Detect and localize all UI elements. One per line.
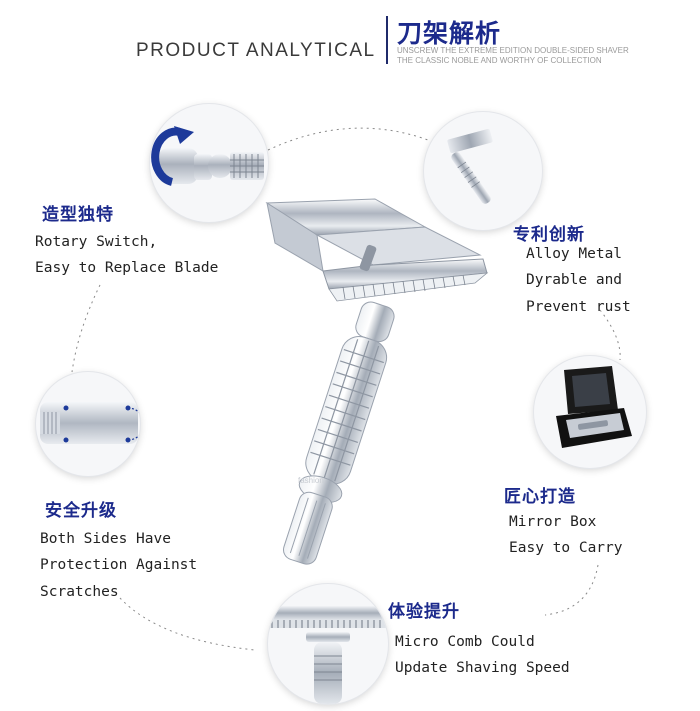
header-title-en: PRODUCT ANALYTICAL xyxy=(136,40,376,61)
razor-thumbnail-icon xyxy=(447,128,493,204)
feature-line: Easy to Replace Blade xyxy=(35,260,219,276)
feature-line: Update Shaving Speed xyxy=(395,660,570,676)
feature-line: Both Sides Have xyxy=(40,531,171,547)
circle-head-closeup xyxy=(36,372,140,476)
razor-product-image xyxy=(265,198,489,565)
razor-handle xyxy=(282,301,395,565)
feature-line: Easy to Carry xyxy=(509,540,623,556)
micro-comb-closeup-icon xyxy=(268,606,388,704)
feature-title-patent-innovation: 专利创新 xyxy=(513,225,585,245)
feature-line: Protection Against xyxy=(40,557,198,573)
header-divider xyxy=(386,16,388,64)
connector-right-upper xyxy=(599,309,621,361)
feature-line: Scratches xyxy=(40,584,119,600)
header-subtitle-line2: THE CLASSIC NOBLE AND WORTHY OF COLLECTI… xyxy=(397,56,602,65)
circle-razor-thumbnail xyxy=(424,112,542,230)
circle-micro-comb xyxy=(268,584,388,704)
feature-title-safety-upgrade: 安全升级 xyxy=(45,501,117,521)
feature-title-unique-design: 造型独特 xyxy=(42,205,114,225)
header-title-cn: 刀架解析 xyxy=(397,19,502,48)
feature-line: Alloy Metal xyxy=(526,246,623,262)
connector-top xyxy=(267,127,429,151)
razor-head-closeup-icon xyxy=(40,402,140,444)
feature-line: Mirror Box xyxy=(509,514,597,530)
razor-head xyxy=(265,198,489,302)
circle-rotary-closeup xyxy=(150,104,268,222)
feature-line: Micro Comb Could xyxy=(395,634,535,650)
rotation-arrow-icon xyxy=(151,126,194,186)
feature-line: Prevent rust xyxy=(526,299,631,315)
circle-mirror-box xyxy=(534,356,646,468)
feature-title-craftsmanship: 匠心打造 xyxy=(504,487,576,507)
watermark-text: fashion xyxy=(298,476,324,485)
header-subtitle-line1: UNSCREW THE EXTREME EDITION DOUBLE-SIDED… xyxy=(397,46,629,55)
feature-title-experience-upgrade: 体验提升 xyxy=(388,602,460,622)
feature-line: Dyrable and xyxy=(526,272,623,288)
connector-left-lower xyxy=(119,597,256,651)
mirror-box-icon xyxy=(556,366,632,448)
feature-line: Rotary Switch, xyxy=(35,234,158,250)
rotary-closeup-illustration xyxy=(151,126,264,186)
connector-right-lower xyxy=(544,564,599,616)
connector-left-upper xyxy=(71,284,101,373)
